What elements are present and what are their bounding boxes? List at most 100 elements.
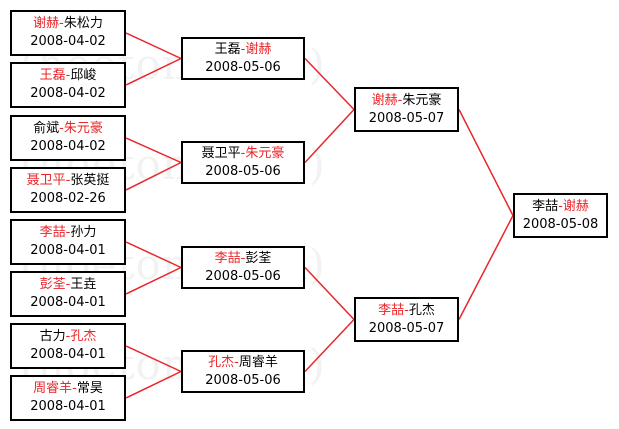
match-players: 谢赫-朱松力 — [33, 15, 103, 33]
versus-separator: - — [65, 329, 71, 344]
versus-separator: - — [240, 145, 246, 161]
connector-r1m1-r2m1 — [125, 32, 182, 60]
versus-separator: - — [72, 381, 77, 396]
versus-separator: - — [65, 173, 71, 188]
player-1-name: 俞斌 — [33, 121, 60, 136]
match-date: 2008-04-01 — [30, 243, 106, 258]
connector-r1m4-r2m2 — [125, 161, 182, 191]
match-players: 谢赫-朱元豪 — [372, 92, 442, 110]
versus-separator: - — [240, 41, 246, 57]
match-players: 李喆-孔杰 — [378, 302, 435, 320]
player-2-name: 谢赫 — [245, 41, 272, 57]
player-2-name: 周睿羊 — [238, 354, 278, 370]
match-date: 2008-05-07 — [368, 320, 445, 336]
connector-r3m1-r4m1 — [458, 109, 514, 216]
connector-r1m2-r2m1 — [125, 57, 182, 86]
versus-separator: - — [65, 277, 71, 292]
player-1-name: 谢赫 — [33, 16, 60, 31]
player-2-name: 朱元豪 — [63, 121, 103, 136]
player-2-name: 王垚 — [70, 277, 97, 292]
match-players: 李喆-彭荃 — [215, 250, 272, 268]
player-2-name: 常昊 — [76, 381, 103, 396]
versus-separator: - — [558, 198, 563, 214]
versus-separator: - — [234, 354, 239, 370]
match-players: 孔杰-周睿羊 — [208, 354, 278, 372]
player-1-name: 王磊 — [214, 41, 241, 57]
player-2-name: 张英挺 — [70, 173, 110, 188]
player-2-name: 孙力 — [70, 225, 97, 240]
match-date: 2008-05-06 — [205, 59, 281, 75]
player-1-name: 古力 — [39, 329, 66, 344]
versus-separator: - — [65, 68, 71, 83]
match-date: 2008-05-06 — [205, 372, 281, 388]
versus-separator: - — [240, 250, 246, 266]
player-2-name: 朱元豪 — [245, 145, 285, 161]
versus-separator: - — [397, 92, 403, 108]
match-date: 2008-04-01 — [30, 399, 106, 414]
connector-r1m5-r2m3 — [125, 241, 182, 269]
match-date: 2008-02-26 — [30, 191, 106, 206]
match-players: 俞斌-朱元豪 — [33, 120, 103, 138]
player-1-name: 孔杰 — [208, 354, 235, 370]
player-1-name: 彭荃 — [39, 277, 66, 292]
player-1-name: 周睿羊 — [33, 381, 73, 396]
match-date: 2008-04-01 — [30, 295, 106, 310]
match-players: 李喆-谢赫 — [532, 198, 589, 216]
player-2-name: 谢赫 — [562, 198, 589, 214]
connector-r1m7-r2m4 — [125, 345, 182, 373]
player-1-name: 李喆 — [532, 198, 559, 214]
player-1-name: 王磊 — [39, 68, 66, 83]
player-2-name: 朱元豪 — [402, 92, 442, 108]
match-date: 2008-05-08 — [522, 216, 599, 232]
match-date: 2008-05-07 — [368, 110, 445, 126]
connector-r2m2-r3m1 — [304, 108, 355, 164]
player-2-name: 孔杰 — [408, 302, 435, 318]
connector-r2m1-r3m1 — [304, 57, 355, 111]
connector-r1m3-r2m2 — [125, 137, 182, 164]
player-2-name: 邱峻 — [70, 68, 97, 83]
player-2-name: 彭荃 — [245, 250, 272, 266]
versus-separator: - — [59, 16, 64, 31]
match-players: 古力-孔杰 — [40, 328, 97, 346]
player-1-name: 聂卫平 — [201, 145, 241, 161]
player-1-name: 李喆 — [378, 302, 405, 318]
match-players: 聂卫平-张英挺 — [27, 172, 110, 190]
connector-r1m8-r2m4 — [125, 370, 182, 399]
match-date: 2008-04-01 — [30, 347, 106, 362]
match-players: 周睿羊-常昊 — [33, 380, 103, 398]
match-date: 2008-05-06 — [205, 268, 281, 284]
player-1-name: 聂卫平 — [26, 173, 66, 188]
player-1-name: 李喆 — [39, 225, 66, 240]
match-players: 王磊-谢赫 — [215, 41, 272, 59]
versus-separator: - — [65, 225, 71, 240]
versus-separator: - — [404, 302, 409, 318]
connector-r2m3-r3m2 — [304, 266, 355, 321]
match-players: 李喆-孙力 — [40, 224, 97, 242]
connector-r2m4-r3m2 — [304, 318, 355, 373]
player-2-name: 孔杰 — [70, 329, 97, 344]
match-players: 彭荃-王垚 — [40, 276, 97, 294]
player-1-name: 李喆 — [214, 250, 241, 266]
connector-r1m6-r2m3 — [125, 266, 182, 295]
connector-r3m2-r4m1 — [458, 215, 514, 320]
match-players: 王磊-邱峻 — [40, 67, 97, 85]
match-date: 2008-04-02 — [30, 139, 106, 154]
match-players: 聂卫平-朱元豪 — [202, 145, 285, 163]
match-date: 2008-04-02 — [30, 86, 106, 101]
player-2-name: 朱松力 — [63, 16, 103, 31]
